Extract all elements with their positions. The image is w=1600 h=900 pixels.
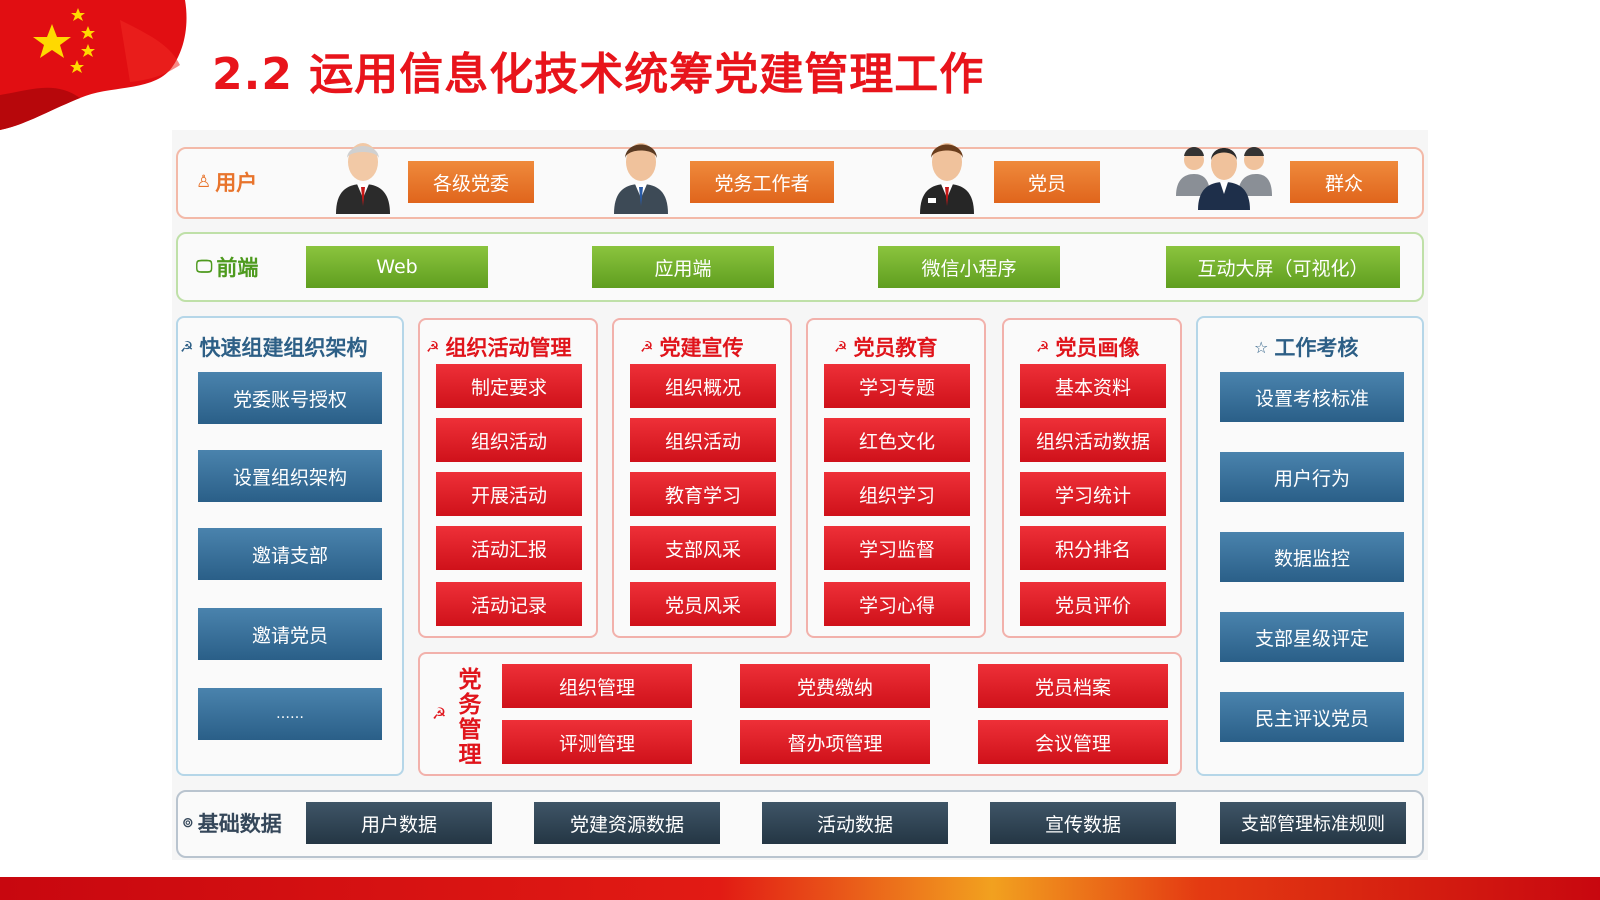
activity-item-record[interactable]: 活动记录 bbox=[436, 582, 582, 626]
assessment-item-user-behavior[interactable]: 用户行为 bbox=[1220, 452, 1404, 502]
star-outline-icon: ☆ bbox=[1254, 337, 1269, 357]
activity-title-text: 组织活动管理 bbox=[445, 336, 572, 360]
database-icon: ⊚ bbox=[182, 815, 194, 831]
portrait-item-study-stats[interactable]: 学习统计 bbox=[1020, 472, 1166, 516]
small-star-icon bbox=[71, 8, 85, 21]
base-data-label: ⊚ 基础数据 bbox=[182, 808, 282, 838]
assessment-title: ☆ 工作考核 bbox=[1254, 332, 1358, 362]
education-item-notes[interactable]: 学习心得 bbox=[824, 582, 970, 626]
org-item-invite-member[interactable]: 邀请党员 bbox=[198, 608, 382, 660]
hammer-sickle-icon: ☭ bbox=[640, 338, 654, 356]
base-item-activity-data[interactable]: 活动数据 bbox=[762, 802, 948, 844]
base-item-user-data[interactable]: 用户数据 bbox=[306, 802, 492, 844]
base-item-resource-data[interactable]: 党建资源数据 bbox=[534, 802, 720, 844]
propaganda-item-overview[interactable]: 组织概况 bbox=[630, 364, 776, 408]
portrait-item-activity-data[interactable]: 组织活动数据 bbox=[1020, 418, 1166, 462]
base-item-branch-rules[interactable]: 支部管理标准规则 bbox=[1220, 802, 1406, 844]
portrait-item-evaluation[interactable]: 党员评价 bbox=[1020, 582, 1166, 626]
activity-item-org-activity[interactable]: 组织活动 bbox=[436, 418, 582, 462]
portrait-item-ranking[interactable]: 积分排名 bbox=[1020, 526, 1166, 570]
education-title-text: 党员教育 bbox=[853, 336, 938, 360]
bottom-decoration-bar bbox=[0, 877, 1600, 900]
monitor-icon: 🖵 bbox=[196, 257, 213, 277]
base-data-label-text: 基础数据 bbox=[197, 812, 282, 836]
small-star-icon bbox=[81, 26, 95, 39]
party-committee-avatar-icon bbox=[336, 143, 390, 214]
propaganda-item-education[interactable]: 教育学习 bbox=[630, 472, 776, 516]
user-tag-party-committee[interactable]: 各级党委 bbox=[408, 161, 534, 203]
user-tag-party-member[interactable]: 党员 bbox=[994, 161, 1100, 203]
assessment-item-standards[interactable]: 设置考核标准 bbox=[1220, 372, 1404, 422]
activity-item-report[interactable]: 活动汇报 bbox=[436, 526, 582, 570]
assessment-title-text: 工作考核 bbox=[1274, 336, 1359, 360]
propaganda-title-text: 党建宣传 bbox=[659, 336, 744, 360]
hammer-sickle-icon: ☭ bbox=[180, 338, 194, 356]
propaganda-title: ☭ 党建宣传 bbox=[640, 332, 743, 362]
affairs-title: 党务管理 bbox=[458, 667, 482, 768]
education-title: ☭ 党员教育 bbox=[834, 332, 937, 362]
activity-item-requirements[interactable]: 制定要求 bbox=[436, 364, 582, 408]
propaganda-item-org-activity[interactable]: 组织活动 bbox=[630, 418, 776, 462]
activity-item-run-activity[interactable]: 开展活动 bbox=[436, 472, 582, 516]
education-item-org-study[interactable]: 组织学习 bbox=[824, 472, 970, 516]
org-item-committee-account[interactable]: 党委账号授权 bbox=[198, 372, 382, 424]
frontend-label: 🖵 前端 bbox=[196, 252, 258, 282]
party-member-avatar-icon bbox=[920, 143, 974, 214]
user-icon: ♙ bbox=[196, 172, 212, 192]
hammer-sickle-icon: ☭ bbox=[426, 338, 440, 356]
frontend-web[interactable]: Web bbox=[306, 246, 488, 288]
org-item-set-structure[interactable]: 设置组织架构 bbox=[198, 450, 382, 502]
users-label-text: 用户 bbox=[215, 171, 258, 195]
assessment-item-democratic-review[interactable]: 民主评议党员 bbox=[1220, 692, 1404, 742]
education-item-red-culture[interactable]: 红色文化 bbox=[824, 418, 970, 462]
user-tag-party-worker[interactable]: 党务工作者 bbox=[690, 161, 834, 203]
assessment-item-star-rating[interactable]: 支部星级评定 bbox=[1220, 612, 1404, 662]
hammer-sickle-icon: ☭ bbox=[834, 338, 848, 356]
frontend-wechat-mini-program[interactable]: 微信小程序 bbox=[878, 246, 1060, 288]
hammer-sickle-icon: ☭ bbox=[432, 704, 447, 723]
users-label: ♙ 用户 bbox=[196, 167, 257, 197]
org-item-invite-branch[interactable]: 邀请支部 bbox=[198, 528, 382, 580]
affairs-item-meetings[interactable]: 会议管理 bbox=[978, 720, 1168, 764]
affairs-item-member-archive[interactable]: 党员档案 bbox=[978, 664, 1168, 708]
education-item-topics[interactable]: 学习专题 bbox=[824, 364, 970, 408]
portrait-title: ☭ 党员画像 bbox=[1036, 332, 1139, 362]
org-structure-title: ☭ 快速组建组织架构 bbox=[180, 332, 367, 362]
activity-title: ☭ 组织活动管理 bbox=[426, 332, 571, 362]
flag-decoration bbox=[0, 0, 187, 130]
large-star-icon bbox=[33, 24, 71, 58]
base-item-propaganda-data[interactable]: 宣传数据 bbox=[990, 802, 1176, 844]
frontend-interactive-screen[interactable]: 互动大屏（可视化） bbox=[1166, 246, 1400, 288]
party-worker-avatar-icon bbox=[614, 143, 668, 214]
affairs-item-dues[interactable]: 党费缴纳 bbox=[740, 664, 930, 708]
small-star-icon bbox=[70, 60, 84, 73]
hammer-sickle-icon: ☭ bbox=[1036, 338, 1050, 356]
affairs-item-evaluation[interactable]: 评测管理 bbox=[502, 720, 692, 764]
frontend-label-text: 前端 bbox=[216, 256, 259, 280]
propaganda-item-branch-style[interactable]: 支部风采 bbox=[630, 526, 776, 570]
propaganda-item-member-style[interactable]: 党员风采 bbox=[630, 582, 776, 626]
user-tag-masses[interactable]: 群众 bbox=[1290, 161, 1398, 203]
education-item-supervision[interactable]: 学习监督 bbox=[824, 526, 970, 570]
portrait-item-basic-info[interactable]: 基本资料 bbox=[1020, 364, 1166, 408]
affairs-item-supervision[interactable]: 督办项管理 bbox=[740, 720, 930, 764]
affairs-item-org-management[interactable]: 组织管理 bbox=[502, 664, 692, 708]
frontend-app[interactable]: 应用端 bbox=[592, 246, 774, 288]
small-star-icon bbox=[81, 44, 95, 57]
org-item-more[interactable]: …… bbox=[198, 688, 382, 740]
org-structure-title-text: 快速组建组织架构 bbox=[199, 336, 368, 360]
portrait-title-text: 党员画像 bbox=[1055, 336, 1140, 360]
masses-group-avatar-icon bbox=[1176, 147, 1272, 210]
page-title: 2.2 运用信息化技术统筹党建管理工作 bbox=[212, 49, 985, 100]
assessment-item-data-monitor[interactable]: 数据监控 bbox=[1220, 532, 1404, 582]
